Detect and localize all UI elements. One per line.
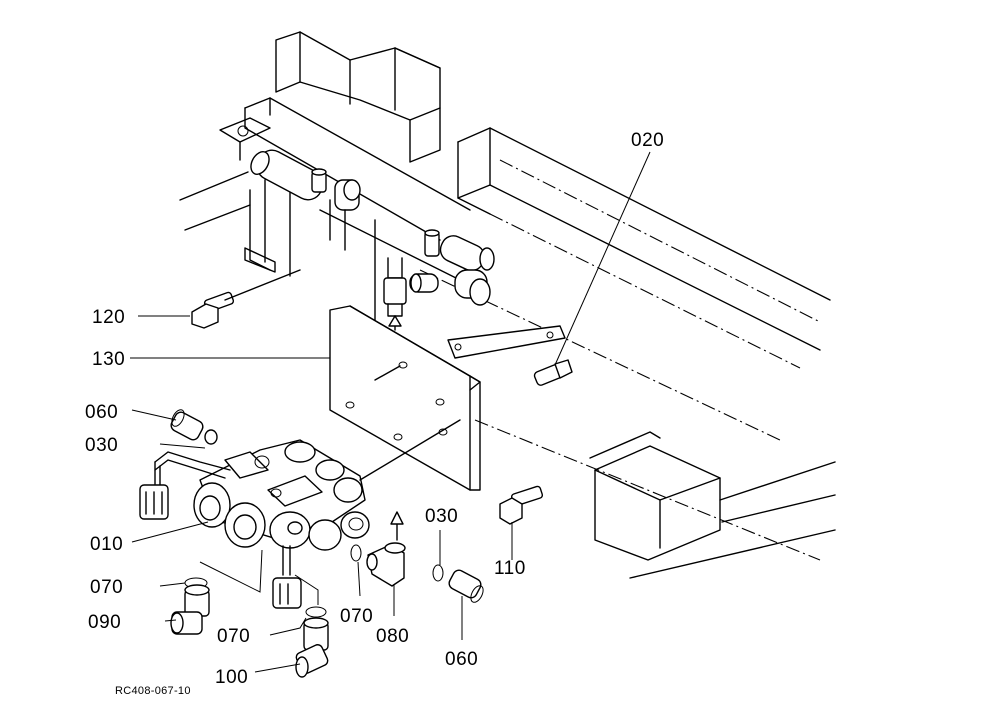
o-ring-070-b [305,606,327,618]
callout-060-left: 060 [85,402,118,423]
callout-110: 110 [494,558,526,579]
callout-labels: 020 120 130 060 030 010 070 090 070 100 … [85,130,664,697]
mounting-plate [329,305,481,491]
fitting-060-left [170,409,218,445]
o-ring-030-right [432,564,444,582]
drawing-reference-code: RC408-067-10 [115,685,191,697]
fitting-100 [295,617,329,678]
callout-060-right: 060 [445,649,478,670]
callout-080: 080 [376,626,409,647]
upper-piping [250,149,495,381]
frame-structure [179,31,836,579]
fitting-060-right [448,569,484,603]
valve-assembly [139,419,461,609]
callout-030-left: 030 [85,435,118,456]
bolt-020 [533,359,573,386]
callout-070-c: 070 [340,606,373,627]
callout-070-a: 070 [90,577,123,598]
callout-100: 100 [215,667,248,688]
leader-lines [130,151,651,673]
bolt-110 [499,485,544,525]
callout-090: 090 [88,612,121,633]
fitting-090 [170,584,210,635]
callout-120: 120 [92,307,125,328]
bracket-strip [447,325,566,359]
elbow-080 [366,511,406,587]
callout-070-b: 070 [217,626,250,647]
o-ring-070-c [350,544,362,562]
callout-010: 010 [90,534,123,555]
callout-030-right: 030 [425,506,458,527]
callout-130: 130 [92,349,125,370]
callout-020: 020 [631,130,664,151]
bolt-120 [191,269,301,329]
